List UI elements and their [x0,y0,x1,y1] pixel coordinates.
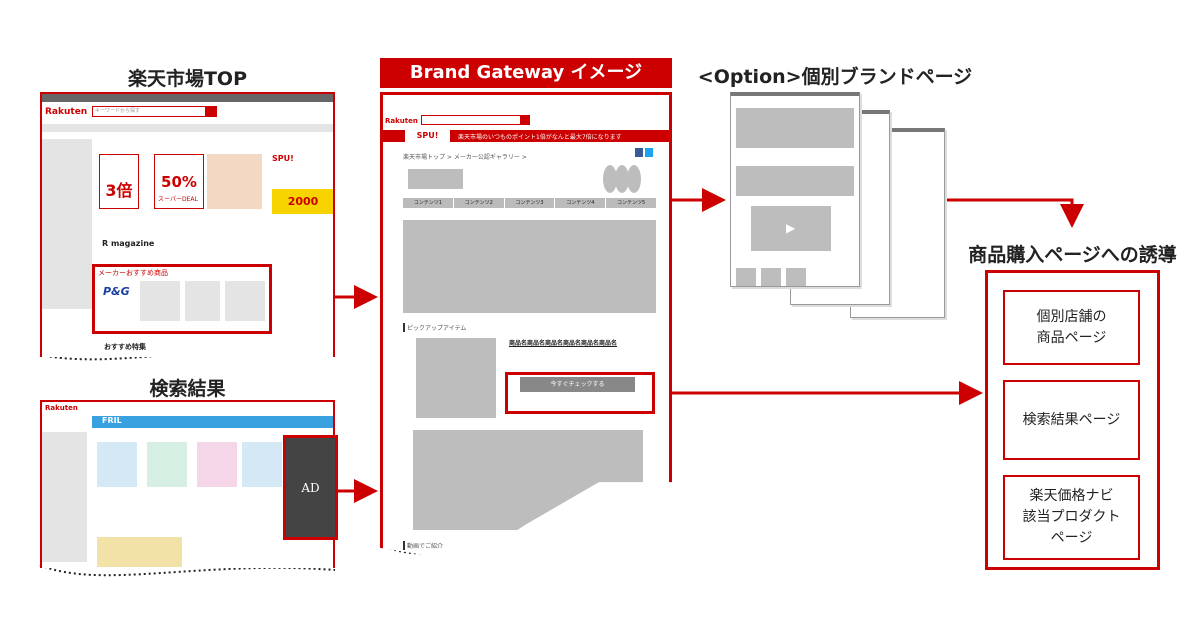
destinations-title: 商品購入ページへの誘導 [968,244,1177,266]
content-tabs: コンテンツ1 コンテンツ2 コンテンツ3 コンテンツ4 コンテンツ5 [403,198,656,208]
ad-slot: AD [283,435,338,540]
arrow-option-to-destinations [945,198,1084,228]
tab-content-1[interactable]: コンテンツ1 [403,198,453,208]
store-product-page: 個別店舗の 商品ページ [1003,290,1140,365]
cta-highlight [505,372,655,414]
rakuten-top-screenshot: Rakuten キーワードから探す 3倍 50% スーパーDEAL SPU! 2… [40,92,335,357]
search-results-title: 検索結果 [149,378,226,400]
brand-page-1: ▶ [730,92,860,287]
tab-content-4[interactable]: コンテンツ4 [555,198,606,208]
play-icon: ▶ [786,221,796,235]
search-results-page: 検索結果ページ [1003,380,1140,460]
maker-recommend-highlight: メーカーおすすめ商品 P&G [92,264,272,334]
price-navi-product-page: 楽天価格ナビ 該当プロダクト ページ [1003,475,1140,560]
option-title: <Option>個別ブランドページ [697,66,973,88]
tab-content-2[interactable]: コンテンツ2 [453,198,504,208]
search-input[interactable]: キーワードから探す [92,106,207,117]
tab-content-3[interactable]: コンテンツ3 [504,198,555,208]
rakuten-logo: Rakuten [45,107,88,117]
destinations-box [985,270,1160,570]
top-page-title: 楽天市場TOP [127,68,248,90]
check-now-button[interactable]: 今すぐチェックする [520,377,635,392]
brand-gateway-header: Brand Gateway イメージ [380,58,672,88]
tab-content-5[interactable]: コンテンツ5 [606,198,656,208]
brand-gateway-page: Rakuten SPU! 楽天市場のいつものポイント1倍がなんと最大7倍になりま… [380,92,672,562]
